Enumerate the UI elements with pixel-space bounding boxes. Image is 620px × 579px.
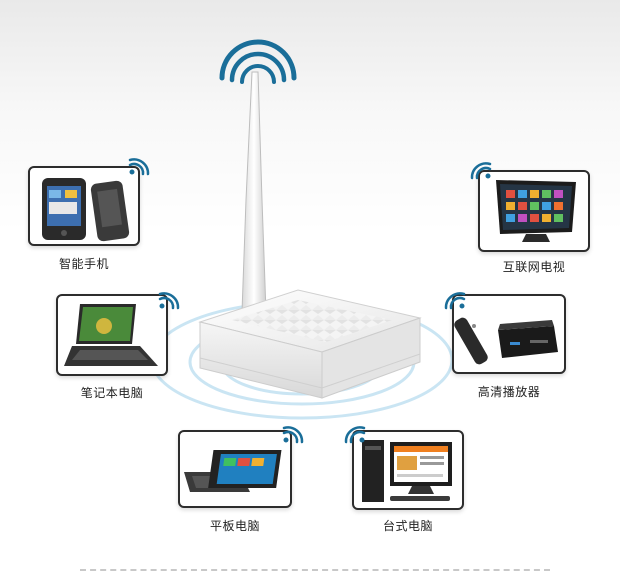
tablet-wifi-icon (282, 426, 304, 444)
smartphone-wifi-icon (128, 158, 150, 176)
internet-tv-label: 互联网电视 (502, 260, 566, 274)
smartphone-icon (42, 178, 130, 242)
tablet-label: 平板电脑 (209, 519, 260, 533)
desktop-card (352, 430, 464, 510)
media-player-wifi-icon (444, 292, 466, 310)
router-body (198, 289, 422, 399)
tablet-icon (184, 450, 282, 492)
media-player-icon (454, 317, 558, 365)
smartphone-card (28, 166, 140, 246)
media-player-card (452, 294, 566, 374)
laptop-wifi-icon (158, 292, 180, 310)
tablet-card (178, 430, 292, 508)
desktop-icon (362, 440, 452, 502)
media-player-label: 高清播放器 (477, 385, 541, 399)
antenna (241, 71, 267, 313)
internet-tv-wifi-icon (470, 162, 492, 180)
divider-dashed (80, 569, 550, 571)
laptop-card (56, 294, 168, 376)
tv-icon (496, 180, 576, 242)
laptop-label: 笔记本电脑 (80, 386, 144, 400)
router-wifi-icon (219, 39, 297, 84)
smartphone-label: 智能手机 (58, 257, 109, 271)
desktop-label: 台式电脑 (382, 519, 433, 533)
internet-tv-card (478, 170, 590, 252)
desktop-wifi-icon (344, 426, 366, 444)
laptop-icon (64, 304, 158, 366)
